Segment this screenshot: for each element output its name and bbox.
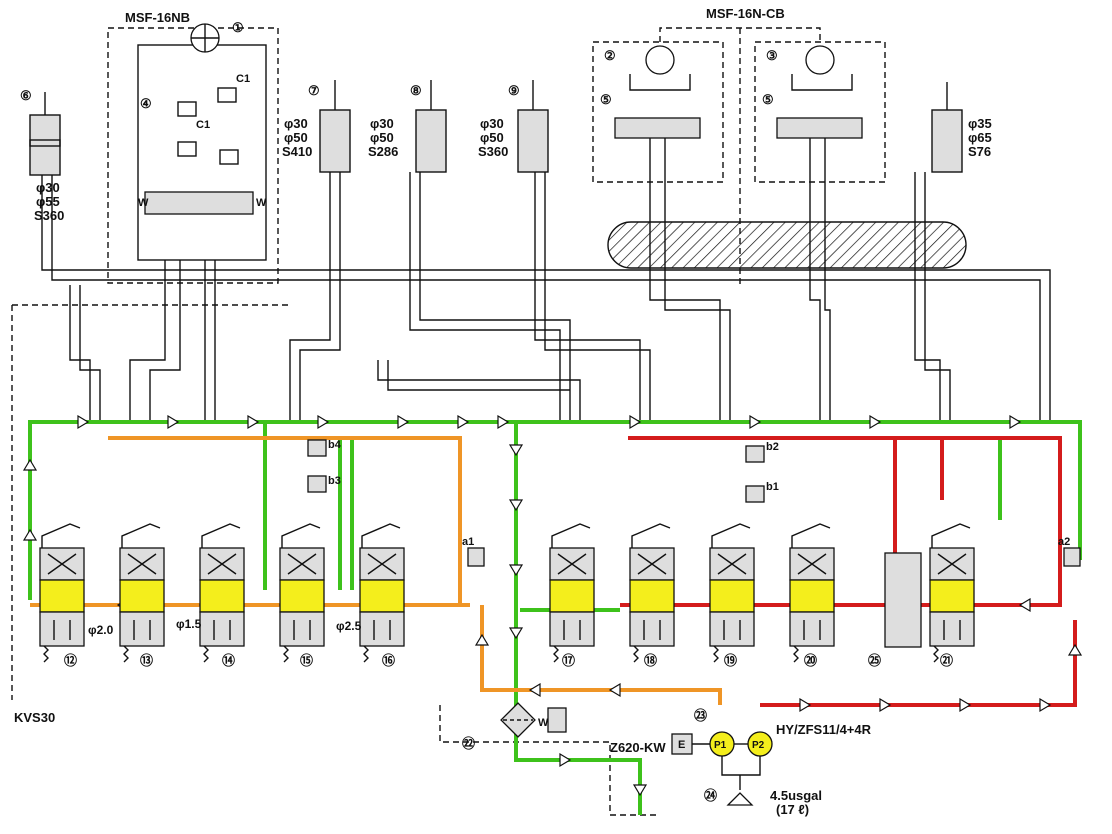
p2-label: P2 — [752, 740, 765, 751]
msf16ncb-box: MSF-16N-CB ② ③ ⑤ ⑤ — [592, 6, 886, 285]
callout-8: ⑧ — [410, 83, 422, 98]
callout-1: ① — [232, 20, 244, 35]
mark-b2: b2 — [766, 441, 779, 453]
kvs30-label: KVS30 — [14, 710, 55, 725]
cyl8-spec-0: φ30 — [370, 116, 394, 131]
cyl8-spec-1: φ50 — [370, 130, 394, 145]
w-mark-a: W — [138, 197, 149, 209]
mark-b4: b4 — [328, 439, 342, 451]
cyl7-spec-2: S410 — [282, 144, 312, 159]
callout-5b: ⑤ — [762, 92, 774, 107]
control-valve-20 — [789, 523, 835, 663]
cyl6-spec-1: φ55 — [36, 194, 60, 209]
callout-24: ㉔ — [704, 788, 717, 803]
cylinder-9: ⑨ φ30 φ50 S360 — [478, 80, 549, 173]
control-valve-17 — [549, 523, 595, 663]
pressure-red — [620, 436, 1077, 707]
pump-group: ㉓ Z620-KW E P1 P2 HY/ZFS11/4+4R ㉔ 4.5usg… — [610, 708, 872, 817]
pump-motor-icon — [805, 45, 835, 75]
callout-17: ⑰ — [562, 653, 575, 668]
mark-b1: b1 — [766, 481, 779, 493]
callout-5a: ⑤ — [600, 92, 612, 107]
cylinder-7: ⑦ φ30 φ50 S410 — [282, 80, 351, 173]
control-valve-16 — [359, 523, 405, 663]
tank-litre: (17 ℓ) — [776, 802, 809, 817]
mark-d25: φ2.5 — [336, 619, 362, 633]
cyl9-spec-2: S360 — [478, 144, 508, 159]
engine-e: E — [678, 739, 685, 751]
flow-arrows — [22, 414, 1083, 797]
cyl9-spec-0: φ30 — [480, 116, 504, 131]
callout-14: ⑭ — [222, 653, 235, 668]
callout-25: ㉕ — [868, 653, 881, 668]
callout-9: ⑨ — [508, 83, 520, 98]
cyl10-spec-2: S76 — [968, 144, 991, 159]
control-valve-14 — [199, 523, 245, 663]
valve-marks: φ2.0 φ1.5 φ2.5 a1 a2 b4 b3 b2 b1 — [88, 439, 1081, 637]
tank-volume: 4.5usgal — [770, 788, 822, 803]
callout-19: ⑲ — [724, 653, 737, 668]
callout-2: ② — [604, 48, 616, 63]
mark-d20: φ2.0 — [88, 623, 114, 637]
msf16nb-label: MSF-16NB — [125, 10, 190, 25]
callout-16: ⑯ — [382, 653, 395, 668]
callout-12: ⑫ — [64, 653, 77, 668]
callout-3: ③ — [766, 48, 778, 63]
pump-motor-icon — [645, 45, 675, 75]
valve-bank — [39, 523, 975, 663]
callout-4: ④ — [140, 96, 152, 111]
callout-13: ⑬ — [140, 653, 153, 668]
callout-20: ⑳ — [804, 653, 817, 668]
cyl7-spec-1: φ50 — [284, 130, 308, 145]
mark-d15: φ1.5 — [176, 617, 202, 631]
tank-icon — [726, 792, 754, 806]
msf16nb-box: MSF-16NB ① ④ C1 C1 W W — [107, 10, 279, 284]
filter-w: W — [538, 717, 549, 729]
hose-lines — [11, 138, 1051, 816]
kvs30-block: KVS30 ㉒ — [14, 710, 475, 751]
callout-7: ⑦ — [308, 83, 320, 98]
control-valve-18 — [629, 523, 675, 663]
control-valve-19 — [709, 523, 755, 663]
callout-21: ㉑ — [940, 653, 953, 668]
control-valve-21 — [929, 523, 975, 663]
callout-18: ⑱ — [644, 653, 657, 668]
hatched-frame — [607, 221, 967, 269]
cyl6-spec-2: S360 — [34, 208, 64, 223]
valve-callouts: ⑫ ⑬ ⑭ ⑮ ⑯ ⑰ ⑱ ⑲ ⑳ ㉕ ㉑ — [64, 653, 953, 668]
mark-b3: b3 — [328, 475, 341, 487]
p1-label: P1 — [714, 740, 727, 751]
w-mark-b: W — [256, 197, 267, 209]
cyl7-spec-0: φ30 — [284, 116, 308, 131]
cylinder-10: φ35 φ65 S76 — [931, 82, 992, 173]
mark-a2: a2 — [1058, 536, 1070, 548]
control-valve-12 — [39, 523, 85, 663]
callout-15: ⑮ — [300, 653, 313, 668]
cyl9-spec-1: φ50 — [480, 130, 504, 145]
filter: W — [500, 702, 567, 738]
cyl6-spec-0: φ30 — [36, 180, 60, 195]
cyl8-spec-2: S286 — [368, 144, 398, 159]
callout-6: ⑥ — [20, 88, 32, 103]
mark-a1: a1 — [462, 536, 474, 548]
callout-22: ㉒ — [462, 736, 475, 751]
valve-25-block — [884, 552, 922, 648]
valve-mark-c1b: C1 — [196, 119, 210, 131]
hyzfs-label: HY/ZFS11/4+4R — [776, 722, 872, 737]
cyl10-spec-1: φ65 — [968, 130, 992, 145]
cylinder-8: ⑧ φ30 φ50 S286 — [368, 80, 447, 173]
control-valve-15 — [279, 523, 325, 663]
cyl10-spec-0: φ35 — [968, 116, 992, 131]
valve-mark-c1a: C1 — [236, 73, 250, 85]
callout-23: ㉓ — [694, 708, 707, 723]
msf16ncb-label: MSF-16N-CB — [706, 6, 785, 21]
control-valve-13 — [119, 523, 165, 663]
z620kw-label: Z620-KW — [610, 740, 666, 755]
